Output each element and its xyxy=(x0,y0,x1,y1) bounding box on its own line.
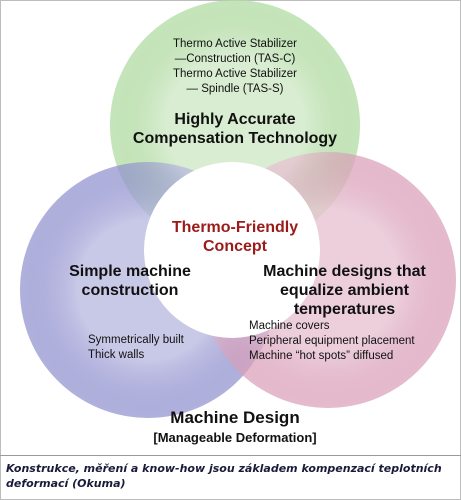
right-detail-2: Peripheral equipment placement xyxy=(249,335,415,347)
venn-diagram xyxy=(20,0,456,418)
machine-design-subtitle: [Manageable Deformation] xyxy=(153,430,317,445)
center-label-line-2: Concept xyxy=(203,238,267,255)
top-circle-heading: Highly Accurate Compensation Technology xyxy=(95,110,375,148)
right-detail-3: Machine “hot spots” diffused xyxy=(249,350,394,362)
left-circle-heading: Simple machine construction xyxy=(55,262,205,300)
left-circle-details: Symmetrically built Thick walls xyxy=(88,333,238,363)
left-heading-line-1: Simple machine xyxy=(69,263,191,280)
top-heading-line-2: Compensation Technology xyxy=(132,130,338,147)
center-concept-label: Thermo-Friendly Concept xyxy=(150,218,320,256)
right-heading-line-1: Machine designs that xyxy=(263,263,426,280)
top-detail-4: — Spindle (TAS-S) xyxy=(186,83,284,95)
caption-line-2: deformací (Okuma) xyxy=(6,477,126,490)
machine-design-title: Machine Design xyxy=(170,408,300,427)
right-heading-line-2: equalize ambient xyxy=(280,282,409,299)
center-circle xyxy=(144,162,320,338)
left-detail-1: Symmetrically built xyxy=(88,334,184,346)
top-detail-2: —Construction (TAS-C) xyxy=(174,53,296,65)
left-detail-2: Thick walls xyxy=(88,349,145,361)
right-circle-heading: Machine designs that equalize ambient te… xyxy=(252,262,437,319)
figure-caption: Konstrukce, měření a know-how jsou zákla… xyxy=(6,461,456,491)
top-detail-3: Thermo Active Stabilizer xyxy=(173,68,297,80)
right-detail-1: Machine covers xyxy=(249,320,330,332)
top-circle-details: Thermo Active Stabilizer —Construction (… xyxy=(130,37,340,97)
caption-line-1: Konstrukce, měření a know-how jsou zákla… xyxy=(6,462,442,475)
caption-divider xyxy=(0,455,461,456)
right-circle-details: Machine covers Peripheral equipment plac… xyxy=(249,319,449,364)
right-heading-line-3: temperatures xyxy=(293,301,396,318)
left-heading-line-2: construction xyxy=(81,282,179,299)
center-label-line-1: Thermo-Friendly xyxy=(171,219,299,236)
top-detail-1: Thermo Active Stabilizer xyxy=(173,38,297,50)
top-heading-line-1: Highly Accurate xyxy=(174,111,296,128)
